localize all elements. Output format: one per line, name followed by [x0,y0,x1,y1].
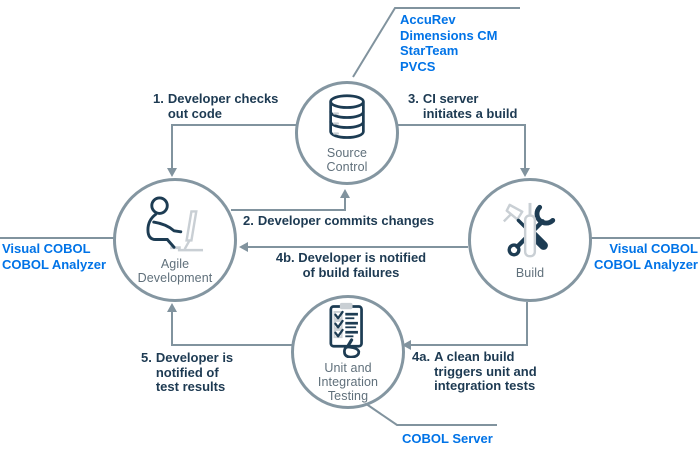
step-5-label: 5. Developer is notified of test results [141,350,234,394]
node-build: Build [468,178,592,302]
arrow-5-path [171,312,292,346]
arrowhead-3 [520,168,530,177]
step-3-number: 3. [408,91,419,106]
step-1-number: 1. [153,91,164,106]
step-2-number: 2. [243,213,254,228]
step-3-label: 3. CI server initiates a build [408,91,518,121]
bottom-product: COBOL Server [402,431,493,446]
arrowhead-2 [340,189,350,198]
node-label-build: Build [515,265,545,280]
right-products: Visual COBOL COBOL Analyzer [593,241,698,272]
step-4b-label: 4b. Developer is notified of build failu… [275,250,427,280]
step-2-label: 2. Developer commits changes [243,213,435,228]
step-4a-number: 4a. [412,349,431,364]
step-1-label: 1. Developer checks out code [153,91,279,121]
database-icon [329,93,365,139]
node-label-source-control: Source Control [326,145,368,174]
left-products: Visual COBOL COBOL Analyzer [2,241,107,272]
arrowhead-4b [239,242,248,252]
arrowhead-5 [167,303,177,312]
node-unit-integration-testing: Unit and Integration Testing [291,295,405,409]
server-connector-line [358,398,497,426]
arrowhead-4a [402,340,411,350]
arrow-1-path [171,124,296,169]
version-control-products: AccuRev Dimensions CM StarTeam PVCS [400,12,498,74]
node-label-unit-integration-testing: Unit and Integration Testing [317,360,379,403]
checklist-icon [329,302,363,358]
step-4b-number: 4b. [275,250,295,265]
tools-icon [502,202,556,257]
vcs-connector-line [352,7,520,78]
step-4a-label: 4a. A clean build triggers unit and inte… [412,349,537,393]
node-label-agile-development: Agile Development [137,256,213,285]
arrow-4a-path [411,302,528,346]
step-5-number: 5. [141,350,152,365]
arrow-2-path [231,198,346,211]
node-agile-development: Agile Development [113,178,237,302]
node-source-control: Source Control [295,81,399,185]
arrowhead-1 [167,168,177,177]
arrow-3-path [398,124,526,169]
developer-at-desk-icon [146,195,204,251]
